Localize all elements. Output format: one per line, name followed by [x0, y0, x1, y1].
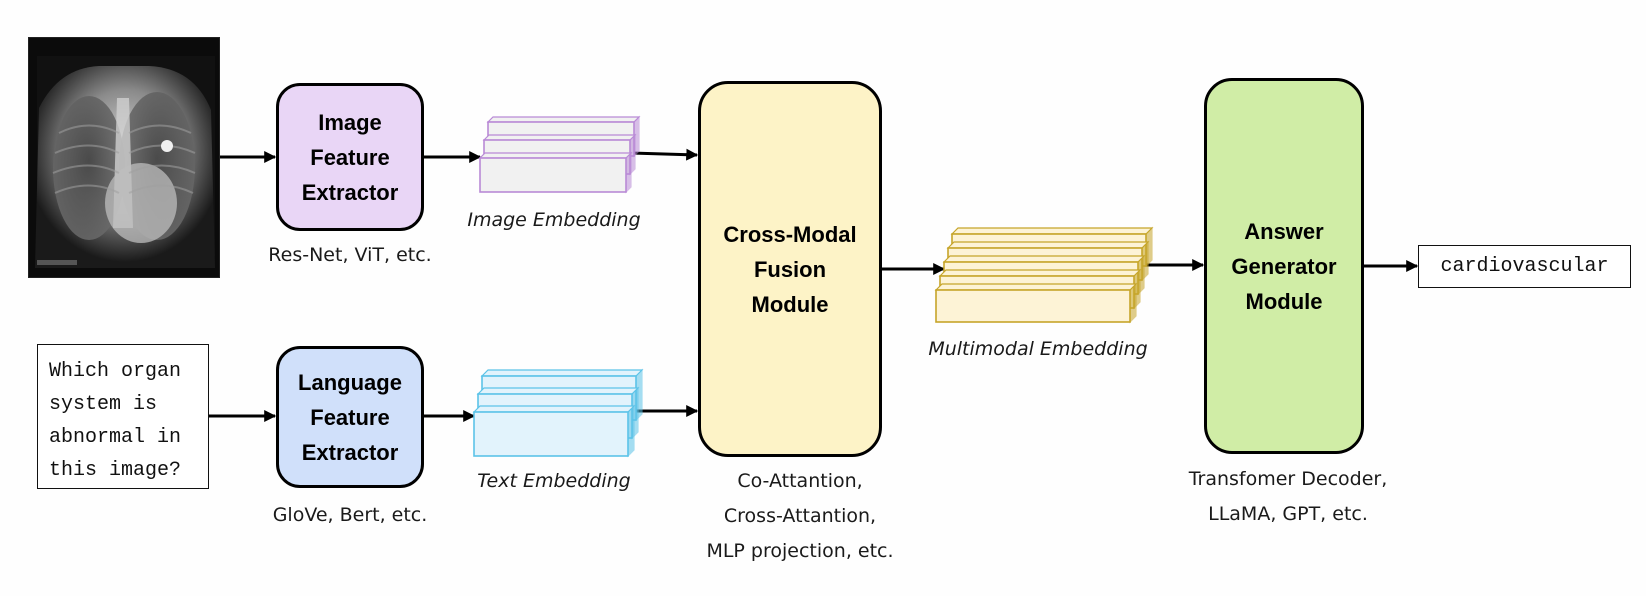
answer-generator-title: Answer Generator Module — [1231, 218, 1337, 314]
answer-caption-line: Transfomer Decoder, — [1188, 468, 1388, 490]
image-feature-extractor: Image Feature Extractor — [276, 83, 424, 231]
image-embedding-slab — [478, 151, 633, 194]
fusion-caption-line: MLP projection, etc. — [706, 540, 894, 562]
text-embedding-slab — [472, 404, 636, 458]
answer-output-text: cardiovascular — [1440, 255, 1609, 278]
image-feature-extractor-title: Image Feature Extractor — [301, 109, 399, 205]
answer-generator-module: Answer Generator Module — [1204, 78, 1364, 454]
chest-xray-image — [28, 37, 220, 278]
question-box: Which organ system is abnormal in this i… — [37, 344, 209, 489]
image-extractor-caption: Res-Net, ViT, etc. — [268, 244, 432, 266]
image-embedding-label: Image Embedding — [467, 209, 641, 231]
cross-modal-fusion-title: Cross-Modal Fusion Module — [723, 221, 857, 317]
fusion-caption: Co-Attantion, Cross-Attantion, MLP proje… — [680, 464, 920, 569]
language-extractor-caption: GloVe, Bert, etc. — [272, 504, 428, 526]
language-feature-extractor: Language Feature Extractor — [276, 346, 424, 488]
multimodal-embedding-label: Multimodal Embedding — [928, 338, 1148, 360]
fusion-caption-line: Co-Attantion, — [737, 470, 863, 492]
image-embedding-stack — [478, 115, 641, 194]
fusion-caption-line: Cross-Attantion, — [723, 505, 877, 527]
text-embedding-label: Text Embedding — [477, 470, 631, 492]
answer-generator-caption: Transfomer Decoder, LLaMA, GPT, etc. — [1178, 462, 1398, 532]
multimodal-embedding-slab — [934, 282, 1138, 324]
answer-caption-line: LLaMA, GPT, etc. — [1208, 503, 1368, 525]
answer-output-box: cardiovascular — [1418, 245, 1631, 288]
cross-modal-fusion-module: Cross-Modal Fusion Module — [698, 81, 882, 457]
language-feature-extractor-title: Language Feature Extractor — [298, 369, 402, 465]
arrow-image-embedding-to-fusion — [629, 148, 699, 161]
multimodal-embedding-stack — [934, 226, 1154, 324]
text-embedding-stack — [472, 368, 644, 458]
